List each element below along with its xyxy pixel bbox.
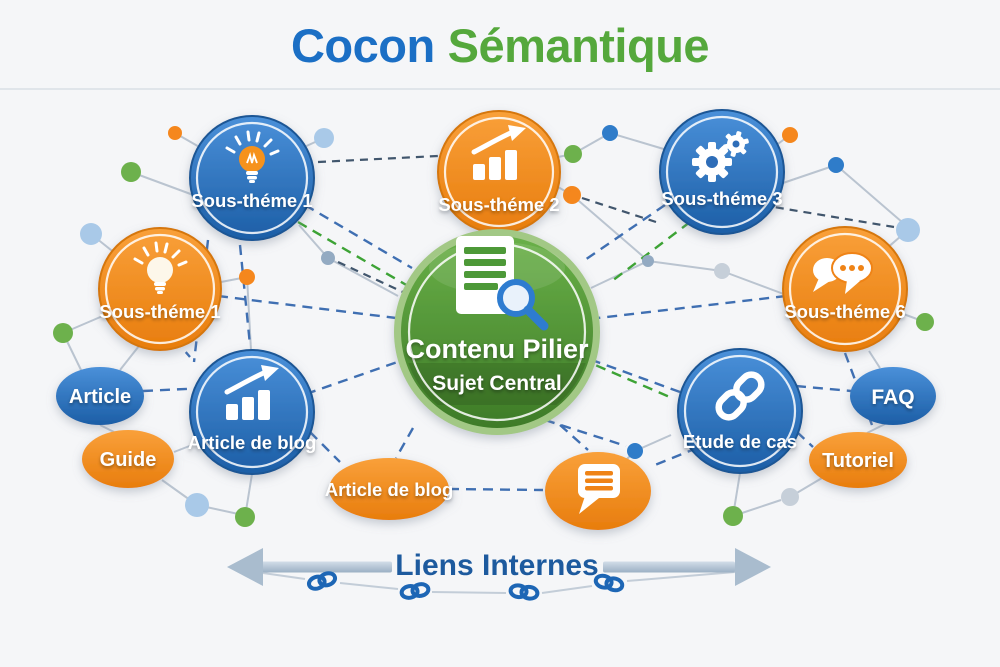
arrowhead-left	[227, 548, 263, 586]
center-subtitle: Sujet Central	[432, 372, 562, 395]
document-search-icon	[456, 236, 549, 331]
node-label: Sous-théme 6	[784, 301, 905, 322]
node-article-de-blog: Article de blog	[188, 349, 317, 475]
title-word-cocon: Cocon	[291, 19, 435, 72]
node-sous-theme-1-orange: Sous-théme 1	[98, 227, 222, 351]
center-title: Contenu Pilier	[405, 334, 589, 364]
node-label: Etude de cas	[683, 431, 797, 452]
network-dots	[53, 125, 934, 527]
title-word-semantique: Sémantique	[448, 19, 709, 72]
oval-guide: Guide	[82, 430, 174, 488]
lightbulb-icon	[225, 130, 280, 183]
oval-article: Article	[56, 367, 144, 425]
oval-label: FAQ	[871, 386, 914, 409]
oval-article-de-blog: Article de blog	[325, 458, 454, 520]
oval-tutoriel: Tutoriel	[809, 432, 907, 488]
node-sous-theme-3: Sous-théme 3	[659, 109, 785, 235]
speech-bubble-icon	[578, 464, 620, 514]
node-sous-theme-1-blue: Sous-théme 1	[189, 115, 315, 241]
oval-chat	[545, 452, 651, 530]
node-sous-theme-6: Sous-théme 6	[782, 226, 908, 352]
lightbulb-icon	[133, 241, 188, 294]
oval-label: Guide	[100, 449, 157, 471]
node-label: Article de blog	[188, 432, 317, 453]
footer-liens-internes: Liens Internes	[227, 548, 771, 602]
arrow-shaft-right	[603, 561, 735, 573]
oval-label: Article	[69, 386, 131, 408]
node-label: Sous-théme 3	[661, 188, 782, 209]
node-label: Sous-théme 2	[438, 194, 559, 215]
oval-label: Article de blog	[325, 479, 454, 500]
growth-chart-icon	[224, 365, 279, 420]
node-label: Sous-théme 1	[191, 190, 312, 211]
arrowhead-right	[735, 548, 771, 586]
node-label: Sous-théme 1	[99, 301, 220, 322]
node-contenu-pilier: Contenu Pilier Sujet Central	[394, 229, 600, 435]
gears-icon	[692, 131, 749, 182]
link-icon	[715, 371, 765, 421]
growth-chart-icon	[471, 125, 526, 180]
footer-label: Liens Internes	[395, 549, 598, 582]
oval-label: Tutoriel	[822, 450, 894, 472]
chat-bubbles-icon	[813, 252, 873, 294]
node-etude-de-cas: Etude de cas	[677, 348, 803, 474]
arrow-shaft-left	[261, 561, 392, 573]
node-sous-theme-2: Sous-théme 2	[437, 110, 561, 234]
oval-faq: FAQ	[850, 367, 936, 425]
